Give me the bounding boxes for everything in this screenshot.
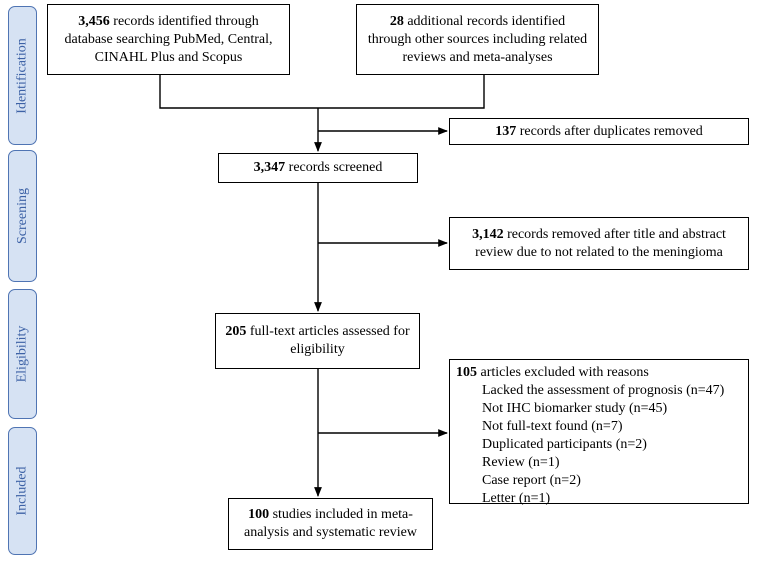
articles-excluded-text: articles excluded with reasons (477, 365, 649, 380)
articles-excluded-box: 105 articles excluded with reasons Lacke… (449, 359, 749, 506)
records-removed-count: 3,142 (472, 226, 504, 242)
fulltext-assessed-count: 205 (225, 324, 247, 339)
stage-screening: Screening (8, 150, 37, 282)
other-sources-line2: through other sources including related (367, 31, 588, 47)
stage-eligibility-label: Eligibility (14, 325, 30, 383)
stage-eligibility: Eligibility (8, 289, 37, 419)
duplicates-removed-text: records after duplicates removed (516, 123, 703, 139)
exclusion-reason: Case report (n=2) (482, 473, 581, 488)
studies-included-box: 100 studies included in meta- analysis a… (228, 498, 433, 550)
fulltext-assessed-line1: full-text articles assessed for (246, 324, 410, 339)
duplicates-removed-count: 137 (495, 123, 517, 139)
stage-included: Included (8, 427, 37, 555)
studies-included-line2: analysis and systematic review (243, 525, 417, 540)
records-removed-box: 3,142 records removed after title and ab… (449, 217, 749, 270)
database-records-line3: CINAHL Plus and Scopus (94, 49, 243, 65)
fulltext-assessed-line2: eligibility (290, 342, 345, 357)
records-screened-box: 3,347 records screened (218, 153, 418, 183)
stage-screening-label: Screening (14, 188, 30, 244)
other-sources-line3: reviews and meta-analyses (402, 49, 553, 65)
exclusion-reason: Letter (n=1) (482, 491, 551, 506)
database-records-line1: records identified through (109, 13, 259, 29)
studies-included-count: 100 (248, 507, 270, 522)
records-removed-line2: review due to not related to the meningi… (475, 244, 723, 260)
other-sources-count: 28 (389, 13, 404, 29)
stage-identification: Identification (8, 6, 37, 145)
duplicates-removed-box: 137 records after duplicates removed (449, 118, 749, 145)
other-sources-line1: additional records identified (403, 13, 566, 29)
articles-excluded-header: 105 articles excluded with reasons (456, 364, 742, 382)
studies-included-line1: studies included in meta- (269, 507, 413, 522)
database-records-box: 3,456 records identified through databas… (47, 4, 290, 75)
stage-included-label: Included (14, 466, 30, 516)
records-screened-count: 3,347 (253, 160, 286, 175)
exclusion-reason: Duplicated participants (n=2) (482, 437, 647, 452)
exclusion-reason: Not IHC biomarker study (n=45) (482, 401, 668, 416)
records-removed-line1: records removed after title and abstract (503, 226, 726, 242)
exclusion-reason: Review (n=1) (482, 455, 560, 470)
other-sources-box: 28 additional records identified through… (356, 4, 599, 75)
exclusion-reason: Lacked the assessment of prognosis (n=47… (482, 383, 725, 398)
articles-excluded-count: 105 (456, 365, 477, 380)
records-screened-text: records screened (285, 160, 383, 175)
fulltext-assessed-box: 205 full-text articles assessed for elig… (215, 313, 420, 369)
database-records-count: 3,456 (78, 13, 110, 29)
merge-connector (159, 75, 485, 109)
database-records-line2: database searching PubMed, Central, (64, 31, 273, 47)
exclusion-reason: Not full-text found (n=7) (482, 419, 623, 434)
stage-identification-label: Identification (14, 37, 30, 114)
